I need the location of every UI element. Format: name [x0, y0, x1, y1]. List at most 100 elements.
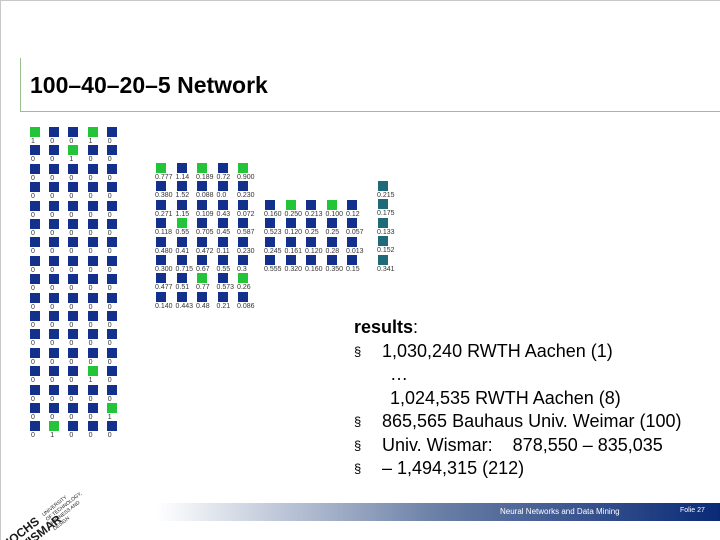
- neuron-value: 0: [88, 174, 93, 182]
- neuron-value: 0: [69, 432, 74, 440]
- neuron-cell: [30, 200, 40, 211]
- neuron-cell: [265, 236, 275, 247]
- neuron-value: 0: [69, 395, 74, 403]
- neuron-cell: [106, 292, 117, 303]
- neuron-cell: [30, 421, 40, 432]
- neuron-cell: [68, 274, 79, 285]
- neuron-value: 0: [31, 395, 35, 403]
- neuron-cell: [326, 218, 337, 229]
- neuron-value: 0.250: [284, 211, 303, 218]
- neuron-cell: [347, 255, 357, 266]
- neuron-value: 0: [50, 156, 55, 164]
- neuron-value: 0: [31, 377, 35, 385]
- neuron-value: 0: [88, 432, 93, 440]
- neuron-value: 0.715: [175, 266, 194, 273]
- neuron-cell: [106, 274, 117, 285]
- footer-course-title: Neural Networks and Data Mining: [500, 507, 620, 516]
- neuron-cell: [217, 291, 228, 302]
- neuron-cell: [156, 273, 166, 284]
- neuron-cell: [87, 200, 98, 211]
- neuron-value: 0.48: [196, 302, 210, 310]
- result-text: 1,024,535 RWTH Aachen (8): [390, 387, 621, 408]
- neuron-value: 0: [107, 138, 112, 145]
- neuron-cell: [49, 311, 60, 321]
- neuron-value: 0.523: [264, 229, 282, 237]
- neuron-value: 0: [107, 248, 112, 256]
- neuron-cell: [176, 163, 187, 173]
- neuron-cell: [217, 163, 228, 173]
- neuron-value: 0.341: [377, 265, 395, 273]
- neuron-cell: [217, 218, 228, 229]
- neuron-value: 1.14: [175, 174, 190, 181]
- result-line-4: §– 1,494,315 (212): [354, 457, 682, 481]
- neuron-value: 0.443: [175, 302, 194, 310]
- neuron-cell: [238, 291, 248, 302]
- neuron-value: 0: [107, 266, 112, 274]
- neuron-cell: [238, 199, 248, 210]
- neuron-value: 0.477: [155, 284, 173, 292]
- neuron-cell: [30, 292, 40, 303]
- neuron-value: 0: [107, 285, 112, 293]
- neuron-value: 0: [31, 211, 35, 219]
- neuron-value: 0: [88, 322, 93, 329]
- results-heading: results:: [354, 316, 682, 340]
- neuron-value: 0.705: [196, 229, 214, 237]
- result-line-1b: 1,024,535 RWTH Aachen (8): [354, 387, 682, 411]
- neuron-cell: [285, 218, 296, 229]
- neuron-value: 0: [69, 266, 74, 274]
- neuron-cell: [238, 181, 248, 192]
- neuron-value: 0: [107, 303, 112, 311]
- neuron-value: 0: [50, 248, 55, 256]
- neuron-cell: [49, 200, 60, 211]
- neuron-cell: [49, 237, 60, 248]
- neuron-value: 0: [69, 230, 74, 237]
- neuron-value: 0: [50, 138, 55, 145]
- neuron-value: 0.152: [377, 247, 395, 255]
- results-heading-colon: :: [413, 317, 419, 337]
- neuron-cell: [106, 237, 117, 248]
- neuron-cell: [49, 163, 60, 174]
- neuron-value: 0.086: [237, 302, 255, 310]
- neuron-cell: [68, 127, 79, 137]
- neuron-cell: [30, 366, 40, 377]
- neuron-value: 0: [88, 285, 93, 293]
- neuron-value: 0.67: [196, 266, 210, 273]
- neuron-value: 0: [50, 340, 55, 348]
- neuron-cell: [68, 182, 79, 193]
- neuron-value: 0.555: [264, 266, 282, 274]
- neuron-value: 0: [69, 303, 74, 311]
- neuron-value: 1: [50, 432, 55, 440]
- neuron-cell: [49, 145, 60, 156]
- results-block: results: §1,030,240 RWTH Aachen (1) … 1,…: [354, 316, 682, 481]
- neuron-cell: [326, 255, 337, 266]
- neuron-cell: [49, 421, 60, 432]
- neuron-value: 0: [69, 322, 74, 329]
- neuron-value: 0: [50, 414, 55, 421]
- neuron-cell: [156, 255, 166, 265]
- neuron-cell: [156, 163, 166, 173]
- neuron-value: 0.120: [284, 229, 303, 237]
- university-logo: HOCHS WISMAR UNIVERSITY OF TECHNOLOGY, B…: [0, 491, 83, 540]
- result-text: – 1,494,315 (212): [382, 458, 525, 478]
- neuron-cell: [326, 200, 337, 210]
- neuron-cell: [87, 347, 98, 358]
- neuron-cell: [197, 291, 207, 302]
- title-box: [20, 58, 720, 112]
- neuron-value: 0: [50, 230, 55, 237]
- neuron-cell: [87, 403, 98, 413]
- neuron-value: 0.77: [196, 284, 210, 292]
- neuron-cell: [30, 329, 40, 340]
- neuron-cell: [106, 145, 117, 156]
- neuron-cell: [176, 199, 187, 210]
- neuron-cell: [197, 181, 207, 192]
- neuron-cell: [378, 236, 388, 247]
- neuron-value: 0.118: [155, 229, 172, 237]
- neuron-value: 0: [107, 174, 112, 182]
- neuron-value: 0.133: [377, 228, 395, 236]
- neuron-cell: [238, 273, 248, 284]
- neuron-cell: [217, 273, 228, 284]
- neuron-cell: [87, 329, 98, 340]
- neuron-cell: [68, 237, 79, 248]
- neuron-cell: [87, 127, 98, 137]
- neuron-value: 1: [31, 138, 35, 145]
